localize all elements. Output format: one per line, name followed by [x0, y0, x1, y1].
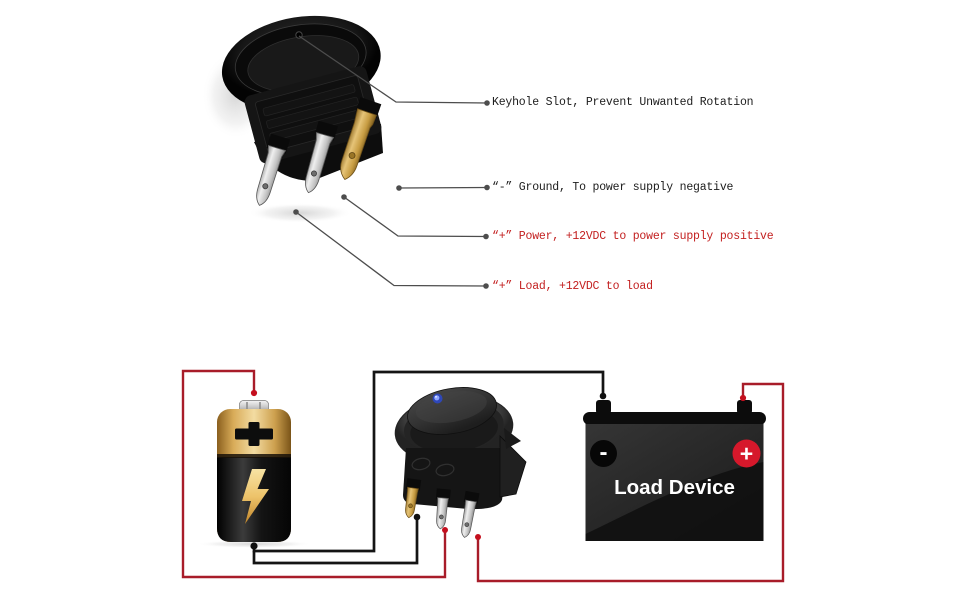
load-negative-post: [596, 400, 611, 414]
callout-dots: [293, 100, 490, 289]
battery-icon: [196, 400, 312, 548]
callout-label-ground: “-” Ground, To power supply negative: [492, 181, 734, 194]
positive-terminal-badge: [732, 439, 761, 468]
callout-line-power: [343, 196, 487, 238]
battery-plus-icon: [235, 422, 273, 446]
lightning-bolt-icon: [242, 469, 269, 524]
switch2-clip-fin-top: [504, 428, 521, 449]
rocker-switch-photo: [202, 15, 490, 289]
led-indicator-icon: [432, 393, 443, 404]
embossed-ce-mark: [435, 463, 455, 477]
wire-battery-negative-to-switch-ground: [252, 518, 419, 565]
positive-badge-symbol: +: [740, 441, 753, 467]
switch2-rocker: [407, 387, 497, 435]
negative-terminal-badge: [590, 440, 617, 467]
wiring-diagram: - + Load Device: [181, 369, 785, 583]
callout-lines: [295, 35, 488, 287]
callout-label-keyhole: Keyhole Slot, Prevent Unwanted Rotation: [492, 96, 754, 109]
wire-switch-load-to-load-positive: [476, 382, 785, 583]
callout-label-power: “+” Power, +12VDC to power supply positi…: [492, 230, 774, 243]
terminal-ground-gold: [340, 97, 382, 180]
rocker-switch-icon: [394, 387, 527, 538]
load-top-bar: [583, 412, 766, 425]
switch2-terminal-load: [461, 490, 480, 538]
callout-label-load: “+” Load, +12VDC to load: [492, 280, 653, 293]
switch2-terminal-power: [435, 488, 451, 530]
callout-line-ground: [398, 186, 488, 189]
wire-battery-positive-to-switch-power: [181, 369, 447, 579]
load-device-title: Load Device: [614, 476, 735, 499]
wires: [181, 369, 785, 583]
callout-line-load: [295, 211, 487, 287]
terminal-power-silver: [305, 120, 338, 194]
switch2-clip-fin: [499, 435, 527, 498]
wire-junction-dots: [250, 389, 747, 550]
terminal-load-silver: [256, 133, 291, 206]
negative-badge-symbol: -: [600, 439, 608, 466]
embossed-mark: [411, 457, 431, 471]
switch2-body: [403, 448, 509, 510]
load-positive-post: [737, 400, 752, 414]
load-body-swoosh: [585, 462, 764, 541]
load-device-icon: - + Load Device: [583, 400, 766, 541]
wire-battery-negative-to-load: [252, 370, 605, 553]
callout-line-keyhole: [298, 35, 488, 104]
photo-shadow-bottom: [248, 203, 352, 223]
switch2-terminal-gold: [405, 478, 422, 519]
